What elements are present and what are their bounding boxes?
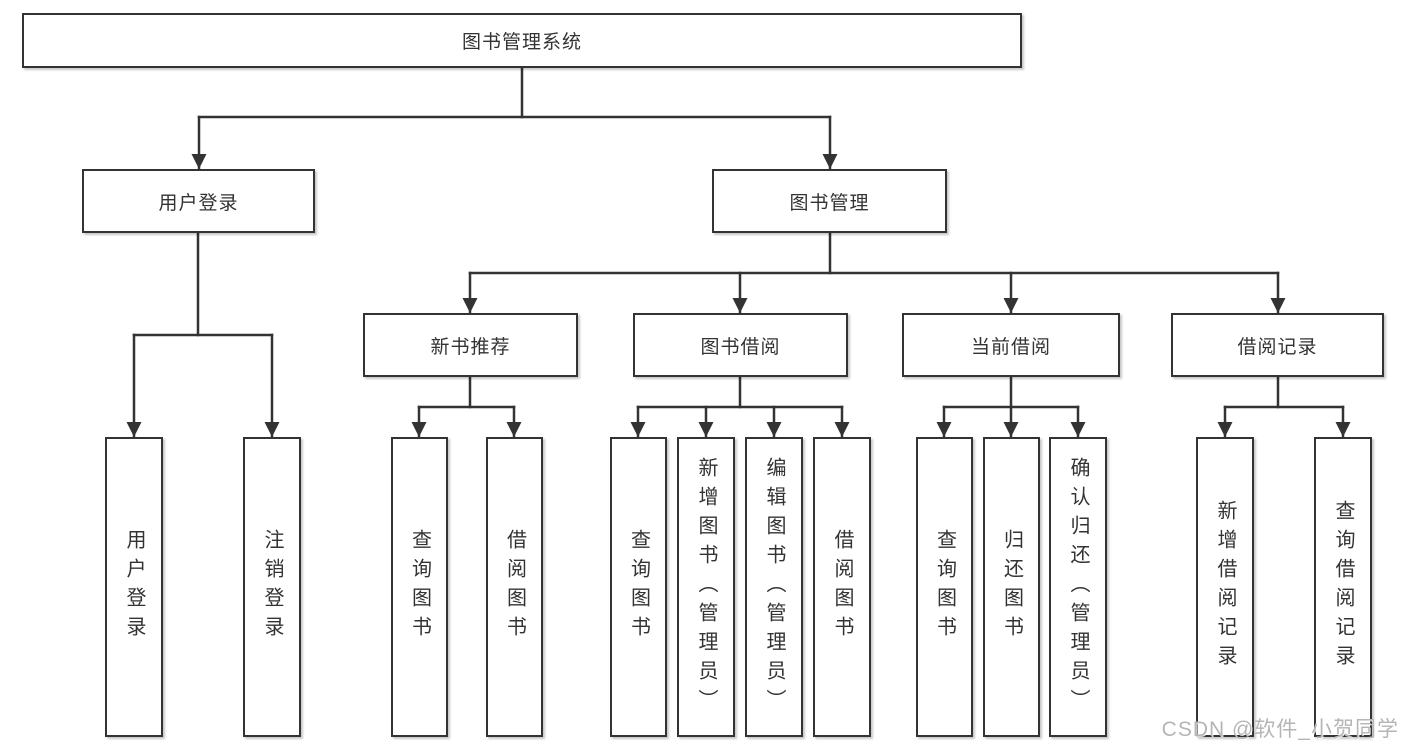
node-current-borrowing-label: 当前借阅: [970, 336, 1051, 358]
node-user-login: 用户登录: [82, 169, 315, 233]
leaf-confirm-return-admin: 确认归还（管理员）: [1049, 437, 1107, 737]
leaf-confirm-return-admin-label: 确认归还（管理员）: [1067, 456, 1089, 718]
node-book-borrowing: 图书借阅: [633, 313, 848, 377]
leaf-user-login: 用户登录: [105, 437, 163, 737]
node-new-book-recommend: 新书推荐: [363, 313, 578, 377]
leaf-add-borrow-record: 新增借阅记录: [1196, 437, 1254, 737]
leaf-query-borrow-record-label: 查询借阅记录: [1332, 500, 1354, 674]
connector-lines: [126, 66, 1351, 439]
node-root-system: 图书管理系统: [22, 13, 1022, 68]
node-current-borrowing: 当前借阅: [902, 313, 1120, 377]
leaf-edit-books-admin: 编辑图书（管理员）: [745, 437, 803, 737]
node-borrowing-records: 借阅记录: [1171, 313, 1384, 377]
leaf-logout-label: 注销登录: [261, 529, 283, 645]
csdn-watermark: CSDN @软件_小贺同学: [1161, 718, 1399, 741]
leaf-return-books: 归还图书: [983, 437, 1040, 737]
node-user-login-label: 用户登录: [158, 192, 239, 214]
leaf-newbook-query-books-label: 查询图书: [408, 529, 431, 645]
leaf-newbook-borrow-books-label: 借阅图书: [503, 529, 526, 645]
node-book-management: 图书管理: [712, 169, 947, 233]
leaf-add-books-admin-label: 新增图书（管理员）: [695, 456, 717, 718]
leaf-borrowing-borrow-books-label: 借阅图书: [831, 529, 853, 645]
leaf-add-borrow-record-label: 新增借阅记录: [1214, 500, 1236, 674]
node-borrowing-records-label: 借阅记录: [1237, 336, 1318, 358]
node-new-book-recommend-label: 新书推荐: [430, 336, 511, 358]
leaf-return-books-label: 归还图书: [1000, 529, 1023, 645]
leaf-user-login-label: 用户登录: [123, 529, 145, 645]
leaf-query-borrow-record: 查询借阅记录: [1314, 437, 1372, 737]
leaf-newbook-borrow-books: 借阅图书: [486, 437, 543, 737]
leaf-newbook-query-books: 查询图书: [391, 437, 448, 737]
leaf-edit-books-admin-label: 编辑图书（管理员）: [763, 456, 785, 718]
leaf-logout: 注销登录: [243, 437, 301, 737]
node-book-borrowing-label: 图书借阅: [700, 336, 781, 358]
node-root-label: 图书管理系统: [461, 32, 582, 53]
leaf-borrowing-query-books-label: 查询图书: [627, 529, 650, 645]
leaf-current-query-books: 查询图书: [916, 437, 973, 737]
leaf-add-books-admin: 新增图书（管理员）: [677, 437, 735, 737]
leaf-borrowing-query-books: 查询图书: [610, 437, 667, 737]
leaf-borrowing-borrow-books: 借阅图书: [813, 437, 871, 737]
leaf-current-query-books-label: 查询图书: [933, 529, 956, 645]
node-book-management-label: 图书管理: [789, 192, 870, 214]
